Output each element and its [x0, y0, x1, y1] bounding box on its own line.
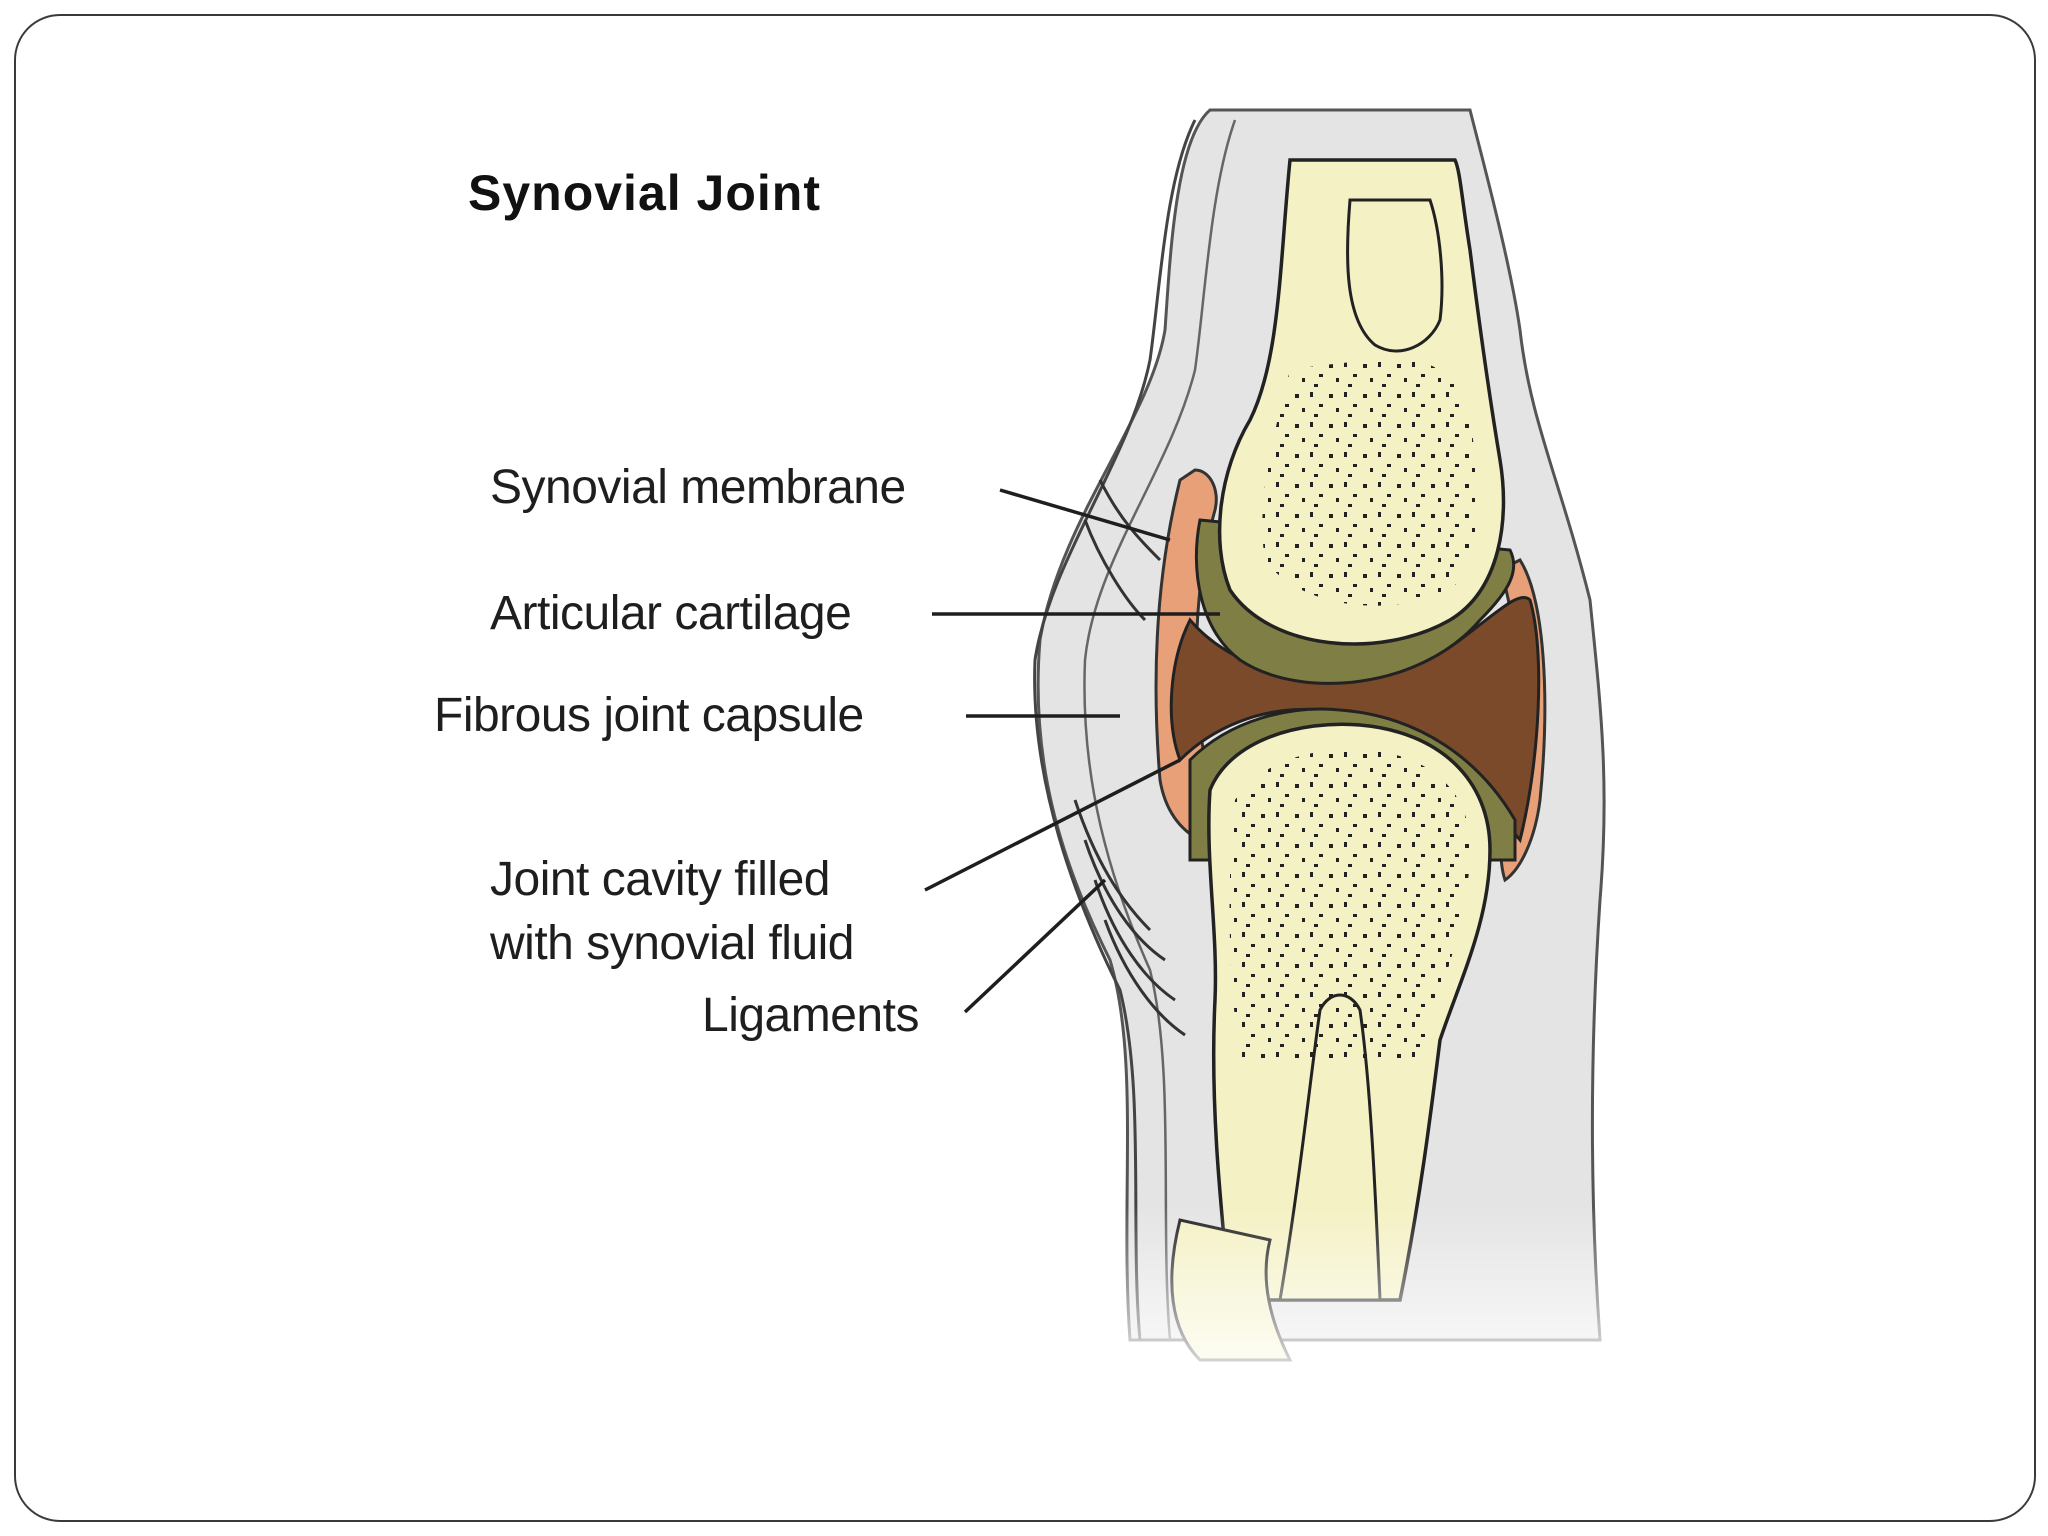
label-synovial-membrane: Synovial membrane: [490, 461, 906, 514]
label-fibrous-joint-capsule: Fibrous joint capsule: [434, 689, 864, 742]
label-ligaments: Ligaments: [702, 989, 919, 1042]
label-joint-cavity-line1: Joint cavity filled: [490, 853, 830, 906]
diagram-title: Synovial Joint: [468, 165, 821, 221]
label-joint-cavity: Joint cavity filled with synovial fluid: [490, 848, 855, 976]
label-articular-cartilage: Articular cartilage: [490, 587, 852, 640]
label-joint-cavity-line2: with synovial fluid: [490, 917, 855, 970]
